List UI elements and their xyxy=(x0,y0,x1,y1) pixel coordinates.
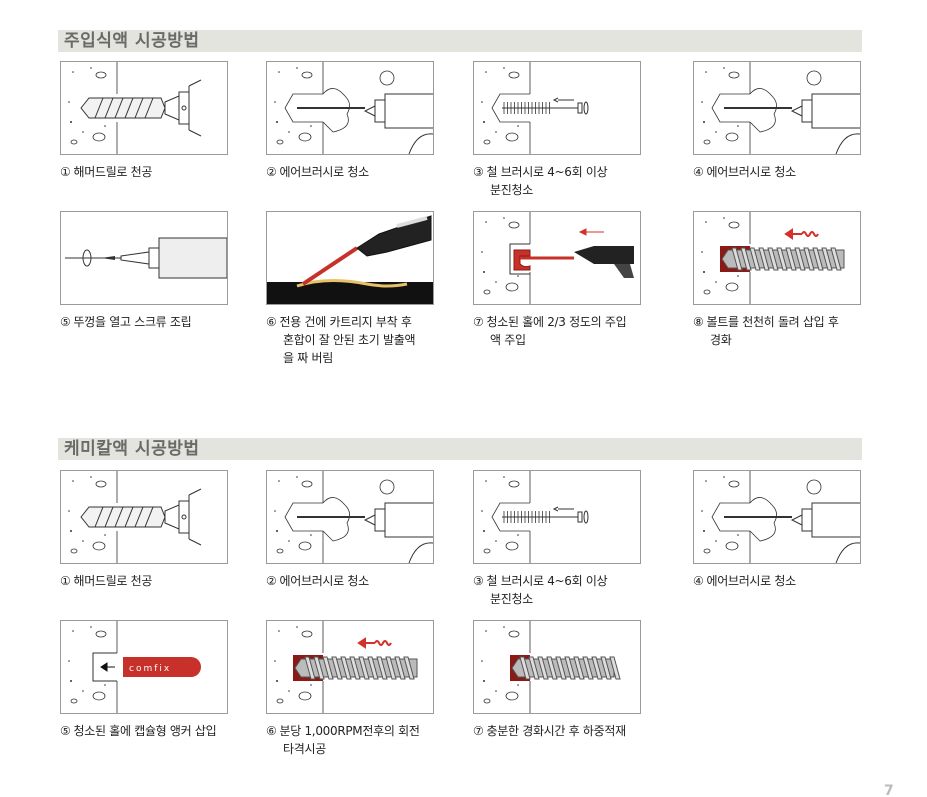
step-number: ① xyxy=(60,574,71,588)
bolt-insert-illustration xyxy=(693,211,861,305)
step-text: 에어브러시로 청소 xyxy=(706,165,796,179)
bolt-insert-icon xyxy=(274,621,418,713)
steel-brush-illustration xyxy=(473,61,641,155)
step-text: 분진청소 xyxy=(490,183,533,197)
step-text: 철 브러시로 4~6회 이상 xyxy=(486,165,608,179)
air-blow-illustration xyxy=(693,470,861,564)
step-number: ⑧ xyxy=(693,315,704,329)
step-text: 을 짜 버림 xyxy=(283,351,333,365)
steel-brush-illustration xyxy=(473,470,641,564)
step-number: ③ xyxy=(473,165,484,179)
step-number: ⑥ xyxy=(266,315,277,329)
inject-icon xyxy=(481,212,634,304)
step-number: ⑥ xyxy=(266,724,277,738)
cartridge-screw-illustration xyxy=(60,211,228,305)
cartridge-screw-icon xyxy=(65,237,227,279)
step-text: 뚜껑을 열고 스크류 조립 xyxy=(73,315,192,329)
capsule-brand-label: comfix xyxy=(129,664,171,674)
capsule-illustration: comfix xyxy=(60,620,228,714)
step-text: 경화 xyxy=(710,333,732,347)
air-blow-icon xyxy=(701,471,860,563)
step-number: ② xyxy=(266,574,277,588)
step-text: 액 주입 xyxy=(490,333,526,347)
step-number: ⑦ xyxy=(473,724,484,738)
air-blow-illustration xyxy=(266,470,434,564)
air-blow-illustration xyxy=(266,61,434,155)
hammer-drill-icon xyxy=(68,62,202,154)
step-text: 에어브러시로 청소 xyxy=(279,574,369,588)
step-number: ② xyxy=(266,165,277,179)
gun-discard-illustration xyxy=(266,211,434,305)
section-title: 주입식액 시공방법 xyxy=(64,31,200,51)
air-blow-illustration xyxy=(693,61,861,155)
step-text: 에어브러시로 청소 xyxy=(279,165,369,179)
step-number: ⑤ xyxy=(60,315,71,329)
hammer-drill-illustration xyxy=(60,61,228,155)
section-header-chemical: 케미칼액 시공방법 xyxy=(58,438,862,460)
step-text: 분진청소 xyxy=(490,592,533,606)
step-text: 청소된 홀에 캡슐형 앵커 삽입 xyxy=(73,724,217,738)
bolt-insert-illustration xyxy=(266,620,434,714)
hammer-drill-illustration xyxy=(60,470,228,564)
step-text: 분당 1,000RPM전후의 회전 xyxy=(279,724,420,738)
step-number: ③ xyxy=(473,574,484,588)
step-text: 청소된 홀에 2/3 정도의 주입 xyxy=(486,315,627,329)
bolt-cured-illustration xyxy=(473,620,641,714)
step-text: 충분한 경화시간 후 하중적재 xyxy=(486,724,626,738)
step-number: ⑦ xyxy=(473,315,484,329)
bolt-cured-icon xyxy=(481,621,621,713)
steel-brush-icon xyxy=(481,471,589,563)
step-text: 볼트를 천천히 돌려 삽입 후 xyxy=(706,315,839,329)
section-header-injection: 주입식액 시공방법 xyxy=(58,30,862,52)
steel-brush-icon xyxy=(481,62,589,154)
step-number: ⑤ xyxy=(60,724,71,738)
page-number: 7 xyxy=(884,783,894,797)
step-text: 혼합이 잘 안된 초기 발출액 xyxy=(283,333,416,347)
gun-discard-icon xyxy=(267,215,433,304)
step-number: ④ xyxy=(693,165,704,179)
step-text: 전용 건에 카트리지 부착 후 xyxy=(279,315,412,329)
inject-illustration xyxy=(473,211,641,305)
step-text: 철 브러시로 4~6회 이상 xyxy=(486,574,608,588)
hammer-drill-icon xyxy=(68,471,202,563)
section-title: 케미칼액 시공방법 xyxy=(64,439,200,459)
step-number: ④ xyxy=(693,574,704,588)
air-blow-icon xyxy=(274,471,433,563)
step-text: 해머드릴로 천공 xyxy=(73,165,153,179)
step-text: 에어브러시로 청소 xyxy=(706,574,796,588)
capsule-icon: comfix xyxy=(68,621,201,713)
step-text: 타격시공 xyxy=(283,742,326,756)
bolt-insert-icon xyxy=(701,212,845,304)
air-blow-icon xyxy=(274,62,433,154)
air-blow-icon xyxy=(701,62,860,154)
step-number: ① xyxy=(60,165,71,179)
step-text: 해머드릴로 천공 xyxy=(73,574,153,588)
